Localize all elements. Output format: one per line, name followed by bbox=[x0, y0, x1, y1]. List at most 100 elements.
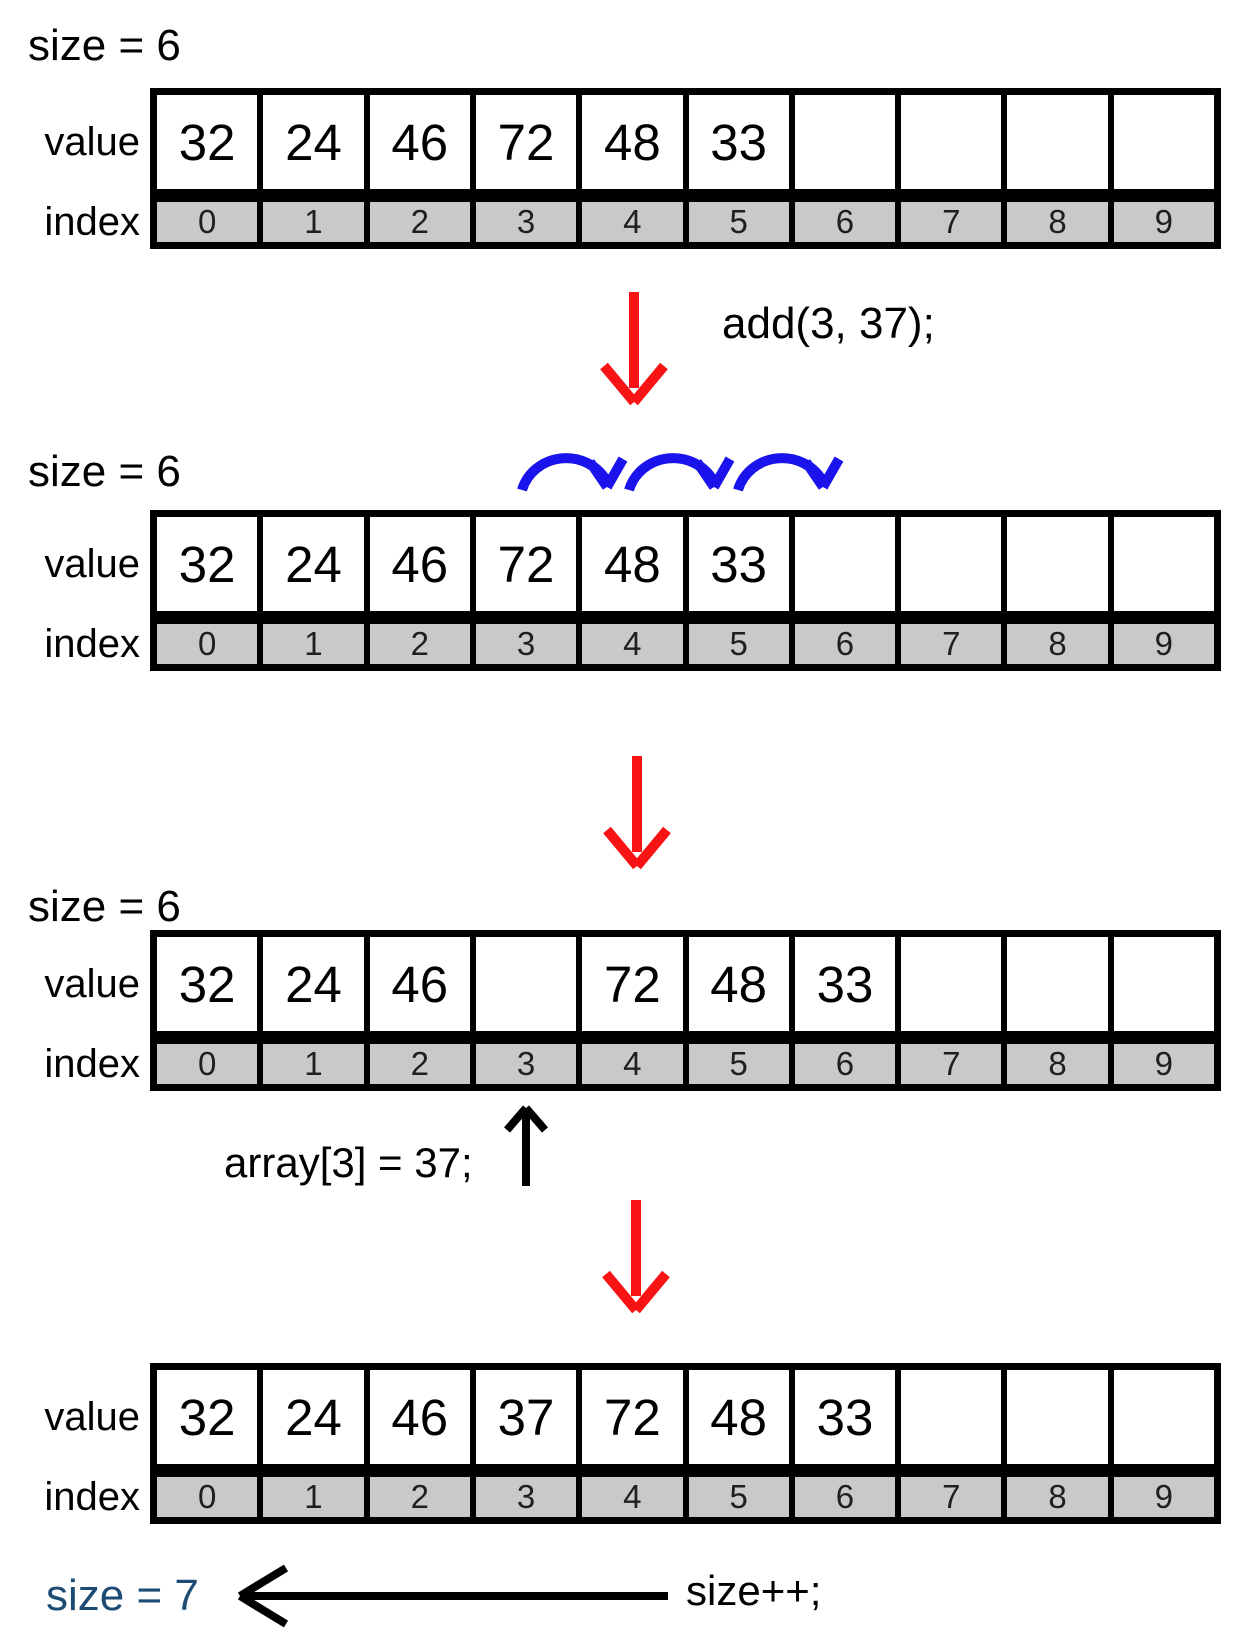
index-cell: 2 bbox=[369, 1477, 470, 1517]
value-cell: 33 bbox=[688, 95, 789, 189]
index-cell: 1 bbox=[263, 202, 364, 242]
index-cell: 7 bbox=[901, 1477, 1002, 1517]
index-cell: 4 bbox=[582, 202, 683, 242]
index-cell: 3 bbox=[475, 202, 577, 242]
value-cell: 46 bbox=[369, 95, 470, 189]
index-cell: 4 bbox=[582, 1477, 683, 1517]
size-label-step3: size = 6 bbox=[28, 882, 181, 931]
value-cell: 24 bbox=[263, 517, 364, 611]
red-down-arrow-icon bbox=[603, 756, 671, 870]
value-cell: 46 bbox=[369, 937, 470, 1031]
value-cell: 32 bbox=[157, 1370, 258, 1464]
index-cell: 9 bbox=[1113, 624, 1214, 664]
black-left-arrow-icon bbox=[237, 1564, 668, 1628]
value-cell bbox=[901, 937, 1002, 1031]
value-row-label: value bbox=[44, 541, 140, 586]
value-cell bbox=[794, 517, 896, 611]
value-cell: 46 bbox=[369, 517, 470, 611]
index-cell: 8 bbox=[1007, 1044, 1108, 1084]
index-cell: 0 bbox=[157, 202, 258, 242]
index-cell: 6 bbox=[794, 1044, 896, 1084]
index-cell: 9 bbox=[1113, 202, 1214, 242]
value-cell: 33 bbox=[794, 1370, 896, 1464]
index-cell: 1 bbox=[263, 1477, 364, 1517]
value-cell bbox=[1113, 1370, 1214, 1464]
value-row-label: value bbox=[44, 1394, 140, 1439]
index-cell: 0 bbox=[157, 624, 258, 664]
index-cell: 0 bbox=[157, 1044, 258, 1084]
value-cell bbox=[794, 95, 896, 189]
index-cell: 3 bbox=[475, 624, 577, 664]
index-cell: 5 bbox=[688, 1477, 789, 1517]
index-cell: 6 bbox=[794, 202, 896, 242]
index-cell: 6 bbox=[794, 1477, 896, 1517]
value-cell: 72 bbox=[475, 517, 577, 611]
value-cell bbox=[901, 517, 1002, 611]
index-cell: 8 bbox=[1007, 624, 1108, 664]
value-cell bbox=[1007, 1370, 1108, 1464]
value-cell: 24 bbox=[263, 95, 364, 189]
index-cell: 1 bbox=[263, 624, 364, 664]
red-down-arrow-icon bbox=[602, 1200, 670, 1314]
value-cell: 72 bbox=[582, 1370, 683, 1464]
value-cell: 48 bbox=[582, 95, 683, 189]
index-row-label: index bbox=[44, 1474, 140, 1519]
value-cell bbox=[1113, 517, 1214, 611]
index-cell: 0 bbox=[157, 1477, 258, 1517]
index-cell: 8 bbox=[1007, 202, 1108, 242]
value-cell: 48 bbox=[688, 1370, 789, 1464]
index-cell: 5 bbox=[688, 1044, 789, 1084]
index-cell: 6 bbox=[794, 624, 896, 664]
size-label-step2: size = 6 bbox=[28, 447, 181, 496]
value-cell bbox=[1007, 517, 1108, 611]
index-cell: 4 bbox=[582, 624, 683, 664]
value-cell bbox=[1007, 95, 1108, 189]
value-cell bbox=[1113, 95, 1214, 189]
value-cell: 37 bbox=[475, 1370, 577, 1464]
index-cell: 7 bbox=[901, 1044, 1002, 1084]
shift-right-hops-icon bbox=[517, 453, 844, 492]
value-cell: 72 bbox=[582, 937, 683, 1031]
final-size-label: size = 7 bbox=[46, 1571, 199, 1620]
index-cell: 7 bbox=[901, 202, 1002, 242]
assignment-label: array[3] = 37; bbox=[224, 1139, 473, 1186]
value-cell bbox=[901, 1370, 1002, 1464]
index-cell: 4 bbox=[582, 1044, 683, 1084]
index-cell: 3 bbox=[475, 1477, 577, 1517]
value-cell: 48 bbox=[582, 517, 683, 611]
value-cell bbox=[1113, 937, 1214, 1031]
value-cell bbox=[901, 95, 1002, 189]
index-cell: 2 bbox=[369, 624, 470, 664]
index-cell: 3 bbox=[475, 1044, 577, 1084]
value-cell: 24 bbox=[263, 1370, 364, 1464]
increment-label: size++; bbox=[686, 1567, 822, 1614]
value-cell: 72 bbox=[475, 95, 577, 189]
value-cell: 32 bbox=[157, 95, 258, 189]
value-row-label: value bbox=[44, 961, 140, 1006]
black-up-arrow-icon bbox=[503, 1105, 549, 1186]
index-cell: 9 bbox=[1113, 1044, 1214, 1084]
index-cell: 5 bbox=[688, 624, 789, 664]
value-cell: 46 bbox=[369, 1370, 470, 1464]
value-cell: 32 bbox=[157, 517, 258, 611]
index-cell: 5 bbox=[688, 202, 789, 242]
